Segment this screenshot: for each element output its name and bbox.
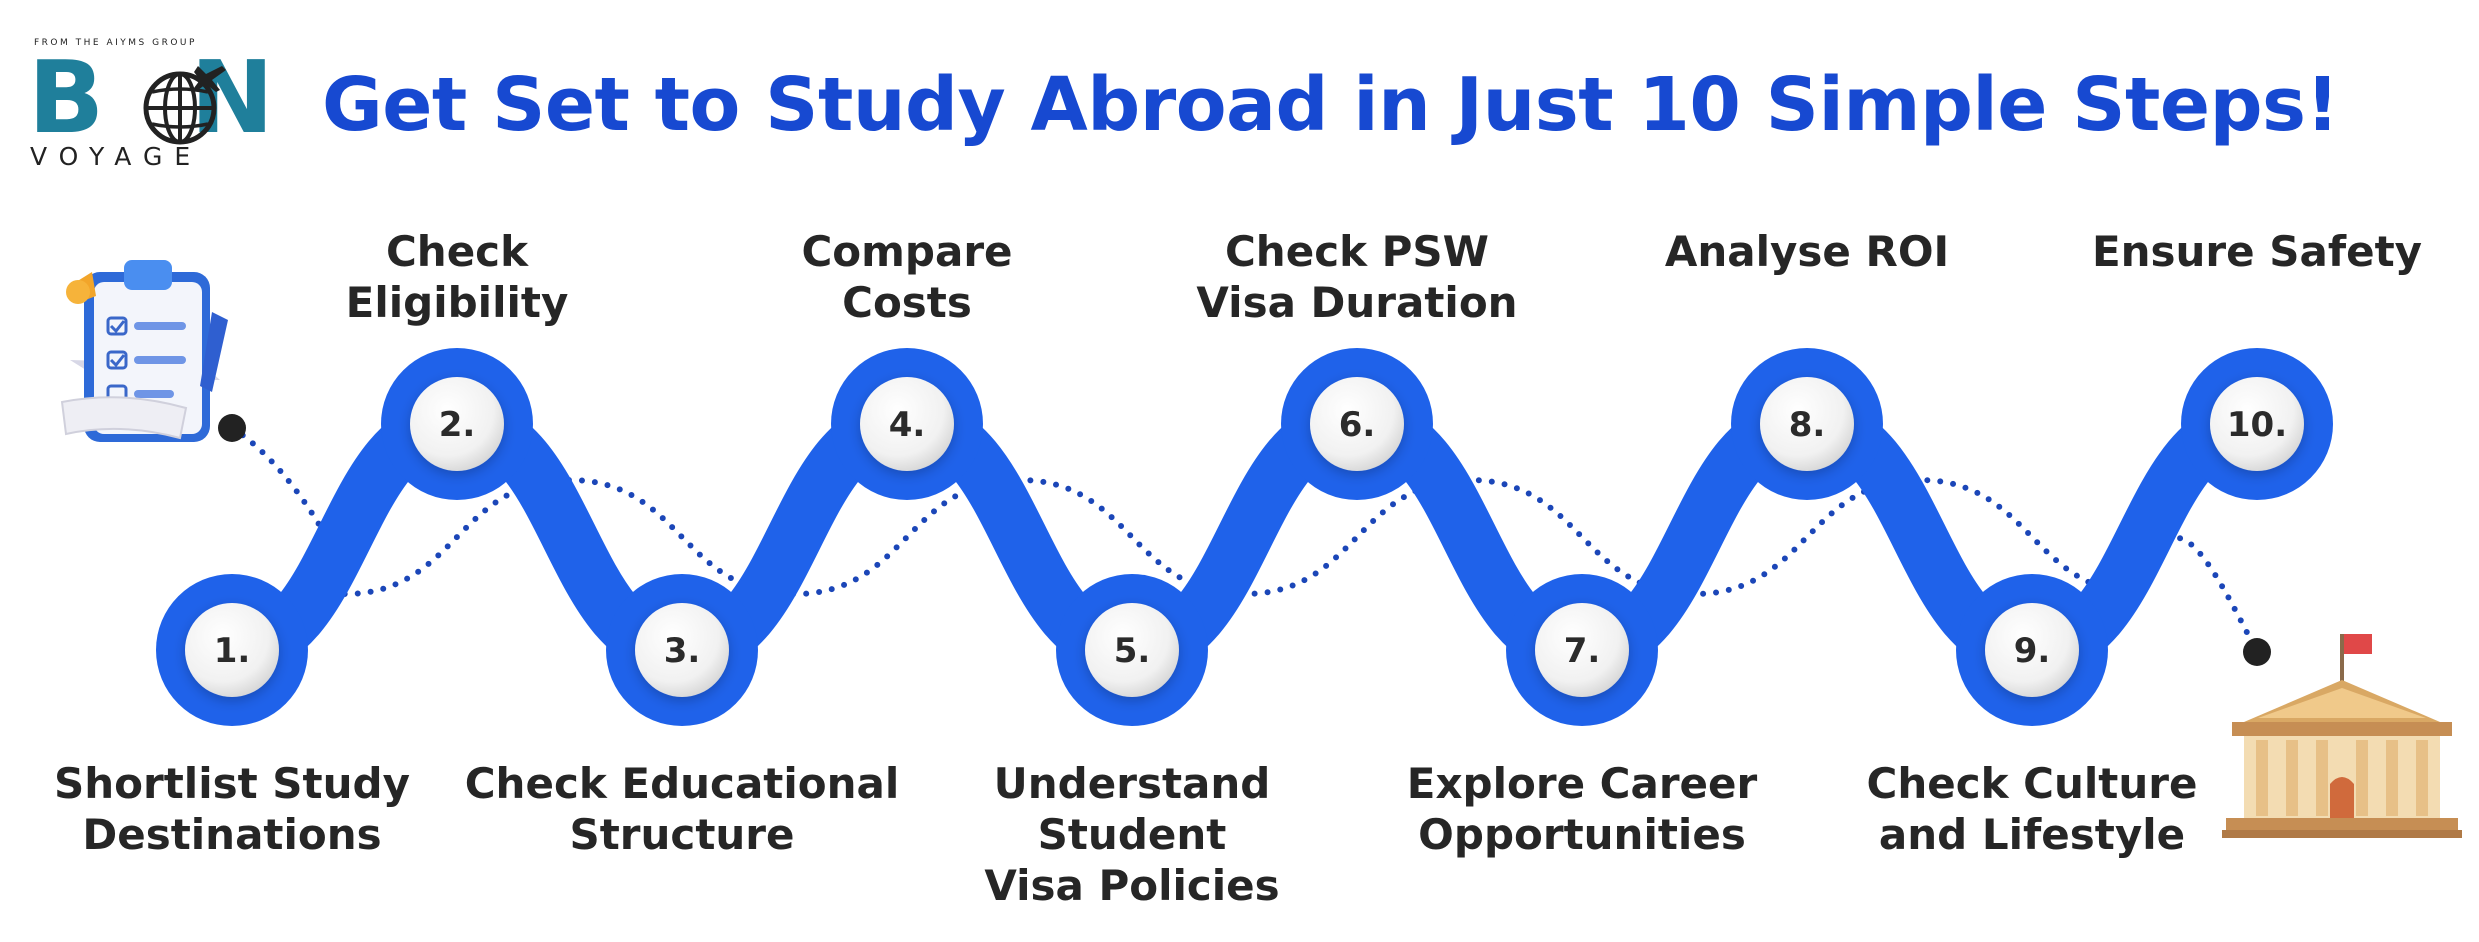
step-label-line: Visa Policies [984, 861, 1280, 910]
step-node-1: 1. [156, 574, 308, 726]
step-label-line: Compare [801, 227, 1013, 276]
step-label-line: Opportunities [1418, 810, 1746, 859]
page-title: Get Set to Study Abroad in Just 10 Simpl… [322, 62, 2339, 148]
step-label-line: Shortlist Study [54, 759, 410, 808]
step-node-center [185, 603, 279, 697]
step-number: 4. [889, 405, 926, 445]
step-number: 6. [1339, 405, 1376, 445]
logo-subtitle: VOYAGE [30, 142, 203, 171]
step-label-line: Costs [842, 278, 972, 327]
step-node-9: 9. [1956, 574, 2108, 726]
step-label-line: Understand [993, 759, 1271, 808]
step-node-center [410, 377, 504, 471]
end-dot [2243, 638, 2271, 666]
step-label-line: Eligibility [345, 278, 569, 327]
step-number: 3. [664, 631, 701, 671]
step-label-line: Check Culture [1866, 759, 2198, 808]
globe-airplane-icon [143, 66, 226, 145]
steps-path [204, 395, 2285, 679]
step-label-10: Ensure Safety [2092, 226, 2422, 277]
step-label-line: Student [1037, 810, 1227, 859]
step-node-center [860, 377, 954, 471]
step-node-7: 7. [1506, 574, 1658, 726]
step-number: 10. [2227, 405, 2287, 445]
step-label-line: Check PSW [1224, 227, 1490, 276]
step-node-10: 10. [2181, 348, 2333, 500]
wave-band [204, 395, 2285, 679]
step-label-line: Check Educational [464, 759, 900, 808]
step-number: 9. [2014, 631, 2051, 671]
step-number: 5. [1114, 631, 1151, 671]
step-node-5: 5. [1056, 574, 1208, 726]
step-number: 2. [439, 405, 476, 445]
step-node-3: 3. [606, 574, 758, 726]
step-node-8: 8. [1731, 348, 1883, 500]
step-label-line: Structure [569, 810, 795, 859]
step-nodes: 1. 2. 3. 4. 5. 6. 7. 8. 9. 10. [156, 348, 2333, 726]
step-node-2: 2. [381, 348, 533, 500]
step-number: 1. [214, 631, 251, 671]
step-node-center [1760, 377, 1854, 471]
clipboard-checklist-icon [60, 260, 228, 442]
step-node-center [2210, 377, 2304, 471]
step-node-6: 6. [1281, 348, 1433, 500]
step-node-center [1535, 603, 1629, 697]
step-number: 7. [1564, 631, 1601, 671]
logo-tagline: FROM THE AIYMS GROUP [34, 38, 197, 48]
step-label-line: Visa Duration [1196, 278, 1518, 327]
step-label-8: Analyse ROI [1665, 226, 1949, 277]
step-node-center [1085, 603, 1179, 697]
step-label-line: Explore Career [1406, 759, 1758, 808]
step-node-center [635, 603, 729, 697]
step-label-line: Destinations [82, 810, 382, 859]
step-number: 8. [1789, 405, 1826, 445]
university-building-icon [2222, 634, 2462, 838]
step-label-line: Analyse ROI [1664, 227, 1950, 276]
step-node-center [1985, 603, 2079, 697]
step-node-center [1310, 377, 1404, 471]
step-node-4: 4. [831, 348, 983, 500]
start-dot [218, 414, 246, 442]
step-label-line: Check [385, 227, 529, 276]
step-label-line: and Lifestyle [1878, 810, 2186, 859]
logo-letter-b: B [28, 39, 104, 156]
step-label-line: Ensure Safety [2091, 227, 2423, 276]
